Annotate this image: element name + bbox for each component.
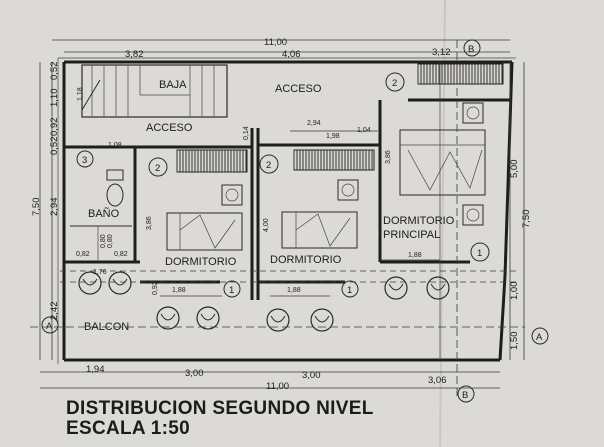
chair-symbol	[426, 276, 450, 300]
dim-bottom-c: 3,00	[302, 370, 321, 381]
dim-top-a: 3,82	[125, 49, 144, 60]
chair-seat	[82, 278, 98, 286]
dimension-labels: 11,00 3,82 4,06 3,12 11,00 1,94 3,00 3,0…	[31, 37, 532, 392]
dim-left-e: 2,94	[49, 198, 60, 217]
dim-top-total: 11,00	[264, 37, 287, 48]
dim-inner-386-a: 3,86	[146, 216, 153, 230]
dim-left-d: 0,52	[49, 137, 60, 156]
dim-top-b: 4,06	[282, 49, 301, 60]
dim-inner-014: 0,14	[243, 126, 250, 140]
chair-seat	[160, 313, 176, 321]
door-tag-circle	[223, 280, 241, 298]
dim-left-f: 2,42	[49, 302, 60, 321]
axis-tag-circle	[41, 316, 59, 334]
dim-bottom-a: 1,94	[86, 364, 105, 375]
dim-bottom-total: 11,00	[266, 381, 289, 392]
dim-bath-080b: 0,80	[107, 234, 114, 248]
dimension-lines	[30, 39, 525, 400]
room-label-bano: BAÑO	[88, 207, 120, 220]
dim-inner-188-a: 1,88	[172, 287, 186, 294]
door-tag-circle	[76, 150, 94, 168]
door-tags	[41, 39, 549, 403]
dim-inner-118: 1,18	[77, 87, 84, 101]
door-tag-circle	[470, 242, 490, 262]
chair-symbol	[384, 276, 408, 300]
room-label-baja: BAJA	[159, 79, 187, 91]
door-tag-circle	[148, 157, 168, 177]
axis-tag-b-top: B	[468, 44, 474, 55]
dim-bottom-d: 3,06	[428, 375, 447, 386]
axis-tag-circle	[463, 39, 481, 57]
door-tag-2b: 2	[155, 163, 160, 174]
drawing-title: DISTRIBUCION SEGUNDO NIVEL	[66, 398, 374, 419]
door-tag-circle	[385, 72, 405, 92]
door-tag-2c: 2	[266, 160, 271, 171]
dim-inner-294: 2,94	[307, 120, 321, 127]
dim-left-a: 0,52	[49, 62, 60, 81]
chair-symbol	[156, 306, 180, 330]
door-tag-1b: 1	[347, 285, 352, 296]
dim-bottom-b: 3,00	[185, 368, 204, 379]
furniture	[78, 102, 486, 332]
room-label-dormitorio-2: DORMITORIO	[270, 254, 342, 266]
axis-tag-circle	[457, 385, 475, 403]
paper-fold	[439, 0, 446, 447]
dim-right-total: 7,50	[521, 210, 532, 229]
dim-left-total: 7,50	[31, 198, 42, 217]
dim-top-c: 3,12	[432, 47, 451, 58]
axis-tag-b-bottom: B	[462, 390, 468, 401]
chair-symbol	[196, 306, 220, 330]
dim-left-c: 0,92	[49, 118, 60, 137]
chair-seat	[430, 283, 446, 291]
dim-inner-104: 1,04	[357, 127, 371, 134]
chair-symbol	[266, 308, 290, 332]
drawing-title-block: DISTRIBUCION SEGUNDO NIVEL ESCALA 1:50	[66, 398, 374, 439]
door-tag-circle	[341, 280, 359, 298]
room-label-acceso: ACCESO	[275, 83, 322, 95]
axis-tag-a-left: A	[46, 321, 53, 332]
room-label-principal: PRINCIPAL	[383, 229, 440, 241]
door-tag-1c: 1	[477, 248, 482, 259]
chair-seat	[314, 315, 330, 323]
chair-seat	[200, 313, 216, 321]
chair-symbol	[310, 308, 334, 332]
room-label-balcon: BALCON	[84, 321, 129, 333]
dim-inner-198: 1,98	[326, 133, 340, 140]
chair-seat	[112, 278, 128, 286]
room-labels: BAJA ACCESO ACCESO BAÑO DORMITORIO DORMI…	[84, 79, 455, 333]
dim-bath-082b: 0,82	[114, 251, 128, 258]
dim-inner-092: 0,92	[152, 281, 159, 295]
door-tag-1a: 1	[229, 285, 234, 296]
dim-inner-176: 1,76	[93, 269, 107, 276]
dim-right-c: 1,50	[509, 332, 520, 351]
dim-inner-386-b: 3,86	[385, 150, 392, 164]
dim-inner-188-b: 1,88	[287, 287, 301, 294]
dim-inner-108: 1,08	[108, 142, 122, 149]
dim-inner-188-c: 1,88	[408, 252, 422, 259]
chair-seat	[388, 283, 404, 291]
axis-tag-circle	[531, 327, 549, 345]
dim-right-b: 1,00	[509, 282, 520, 301]
door-tag-circle	[259, 154, 279, 174]
drawing-scale: ESCALA 1:50	[66, 418, 190, 439]
tag-numbers: 2 2 2 3 1 1 1 B B A A	[46, 44, 543, 401]
closet-hatching	[176, 64, 503, 172]
dim-right-a: 5,00	[509, 160, 520, 179]
room-label-dormitorio-1: DORMITORIO	[165, 256, 237, 268]
outer-walls	[57, 57, 516, 364]
chair-symbol	[108, 271, 132, 295]
dim-left-b: 1,10	[49, 89, 60, 108]
chair-symbol	[78, 271, 102, 295]
door-tag-3: 3	[82, 155, 87, 166]
room-label-dormitorio-principal: DORMITORIO	[383, 215, 455, 227]
dim-inner-400: 4,00	[263, 218, 270, 232]
axis-tag-a-right: A	[536, 332, 543, 343]
dim-bath-082a: 0,82	[76, 251, 90, 258]
room-label-acceso-left: ACCESO	[146, 122, 193, 134]
chair-seat	[270, 315, 286, 323]
dim-bath-080a: 0,80	[100, 234, 107, 248]
door-tag-2a: 2	[392, 78, 397, 89]
